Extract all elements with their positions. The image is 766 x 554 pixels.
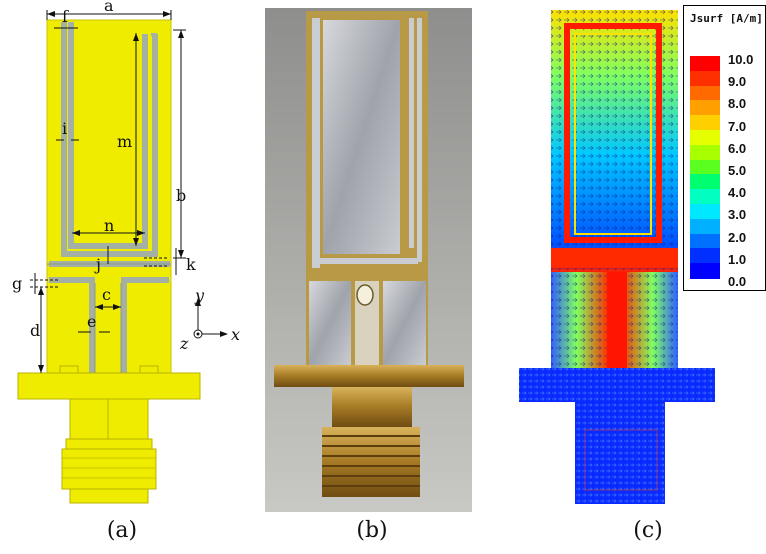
axis-label-z: z — [179, 334, 189, 353]
antenna-layout-drawing: a f b i m n j k g c d e y x z — [12, 0, 240, 504]
legend-tick-label: 10.0 — [728, 52, 754, 67]
legend-tick-label: 9.0 — [728, 74, 747, 90]
dim-label-k: k — [186, 255, 196, 274]
dim-label-c: c — [102, 285, 111, 304]
dim-label-i: i — [62, 119, 67, 138]
legend-title: Jsurf [A/m] — [690, 12, 763, 25]
dim-label-a: a — [104, 0, 114, 15]
caption-b: (b) — [356, 518, 388, 543]
dim-label-f: f — [62, 7, 69, 26]
legend-swatch — [690, 233, 720, 249]
dim-label-d: d — [30, 321, 40, 340]
axis-label-x: x — [231, 325, 240, 344]
legend-swatch — [690, 218, 720, 235]
legend-swatch — [690, 115, 720, 131]
colorbar-legend: Jsurf [A/m] 10.0 9.0 8.0 7.0 6.0 5.0 4.0 3.0 2.0… — [683, 5, 766, 291]
dim-label-j: j — [94, 255, 101, 274]
legend-swatch — [690, 159, 720, 175]
prototype-photo-panel: (b) — [262, 0, 477, 554]
dim-label-m: m — [117, 132, 132, 151]
dim-label-g: g — [12, 274, 22, 293]
legend-tick-label: 4.0 — [728, 185, 747, 201]
antenna-layout-panel: a f b i m n j k g c d e y x z (a) — [0, 0, 250, 554]
photo-connector — [332, 387, 412, 427]
dim-label-n: n — [104, 216, 114, 235]
legend-tick-label: 7.0 — [728, 118, 747, 134]
legend-tick-label: 3.0 — [728, 207, 747, 223]
legend-tick-label: 6.0 — [728, 140, 747, 156]
current-connector — [575, 402, 665, 504]
upper-radiator — [46, 19, 172, 266]
legend-swatch — [690, 248, 720, 264]
prototype-photo — [265, 8, 472, 512]
legend-swatch — [690, 85, 720, 101]
caption-a: (a) — [106, 518, 138, 543]
legend-swatch — [690, 144, 720, 161]
legend-swatch — [690, 204, 720, 220]
legend-tick-label: 8.0 — [728, 96, 747, 112]
legend-swatch — [690, 189, 720, 205]
legend-tick-label: 1.0 — [728, 251, 747, 267]
legend-tick-label: 2.0 — [728, 229, 747, 245]
axis-label-y: y — [194, 286, 205, 305]
legend-tick-label: 0.0 — [728, 274, 747, 289]
coordinate-axes: y x z — [179, 286, 240, 353]
surface-current-panel: Jsurf [A/m] 10.0 9.0 8.0 7.0 6.0 5.0 4.0 3.0 2.0… — [515, 0, 766, 554]
photo-flange — [274, 365, 464, 387]
legend-swatch — [690, 100, 720, 116]
legend-tick-label: 5.0 — [728, 163, 747, 178]
sma-connector — [69, 398, 149, 440]
dim-label-e: e — [87, 312, 96, 331]
legend-swatch — [690, 174, 720, 190]
legend-swatch — [690, 263, 720, 279]
legend-swatch — [690, 130, 720, 146]
current-flange — [519, 368, 715, 402]
legend-swatch — [690, 70, 720, 87]
caption-c: (c) — [633, 518, 663, 543]
surface-current-plot — [519, 10, 715, 504]
legend-swatch — [690, 56, 720, 72]
connector-flange — [17, 372, 201, 400]
dim-label-b: b — [176, 186, 186, 205]
